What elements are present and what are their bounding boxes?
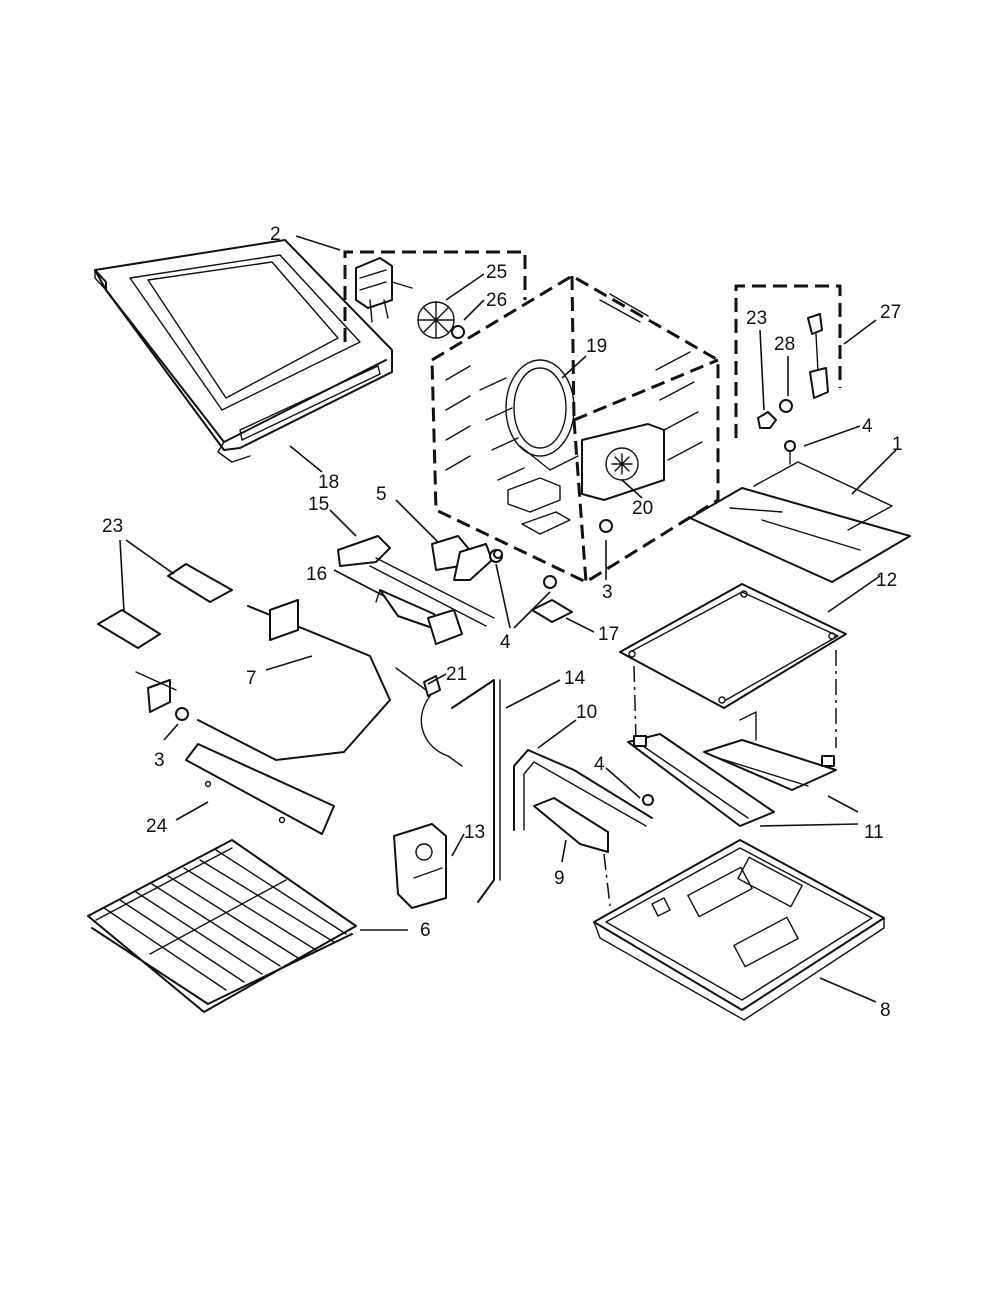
part-1-oven-bottom-panel <box>689 461 911 583</box>
callout-27: 27 <box>880 302 901 323</box>
callout-15: 15 <box>308 494 329 515</box>
callout-25: 25 <box>486 262 507 283</box>
callout-23-upper: 23 <box>746 308 767 329</box>
callout-4-center: 4 <box>500 632 511 653</box>
leader-lines <box>119 235 897 1003</box>
part-27-thermostat-group <box>734 284 842 465</box>
callout-14: 14 <box>564 668 586 689</box>
callout-12: 12 <box>876 570 897 591</box>
callout-1: 1 <box>892 434 903 455</box>
callout-labels: 2 25 26 19 23 28 27 4 1 18 5 15 20 23 16… <box>102 224 903 1021</box>
part-6-oven-rack <box>87 839 357 1013</box>
callout-7: 7 <box>246 668 257 689</box>
callout-5: 5 <box>376 484 387 505</box>
callout-3-left: 3 <box>154 750 165 771</box>
callout-10: 10 <box>576 702 597 723</box>
part-8-broil-pan <box>593 839 885 1021</box>
callout-28: 28 <box>774 334 795 355</box>
callout-6: 6 <box>420 920 431 941</box>
callout-20: 20 <box>632 498 653 519</box>
callout-11: 11 <box>864 822 884 843</box>
callout-26: 26 <box>486 290 507 311</box>
oven-cavity <box>430 274 720 584</box>
callout-13: 13 <box>464 822 485 843</box>
part-13-safety-valve <box>393 823 447 909</box>
callout-16: 16 <box>306 564 327 585</box>
part-7-sensor-rod <box>135 599 391 761</box>
callout-23-left: 23 <box>102 516 123 537</box>
part-18-top-panel <box>94 239 393 463</box>
callout-18: 18 <box>318 472 339 493</box>
part-12-burner-shield <box>619 583 847 748</box>
part-2-fan-motor-group <box>343 250 527 342</box>
callout-4-lower: 4 <box>594 754 605 775</box>
part-23-insulation-pads <box>97 563 233 649</box>
callout-19: 19 <box>586 336 607 357</box>
callout-21: 21 <box>446 664 467 685</box>
callout-17: 17 <box>598 624 619 645</box>
part-10-9-bake-burner <box>513 749 654 907</box>
part-14-gas-tube <box>451 679 501 903</box>
part-21-igniter <box>395 667 463 767</box>
callout-3-center: 3 <box>602 582 613 603</box>
callout-2: 2 <box>270 224 281 245</box>
fasteners <box>493 519 613 623</box>
callout-4-upper-right: 4 <box>862 416 873 437</box>
callout-9: 9 <box>554 868 565 889</box>
part-15-16-5-burner-valve <box>337 535 503 645</box>
part-24-shield <box>185 743 335 835</box>
callout-8: 8 <box>880 1000 891 1021</box>
part-11-burner-brackets <box>627 711 837 827</box>
callout-24: 24 <box>146 816 168 837</box>
